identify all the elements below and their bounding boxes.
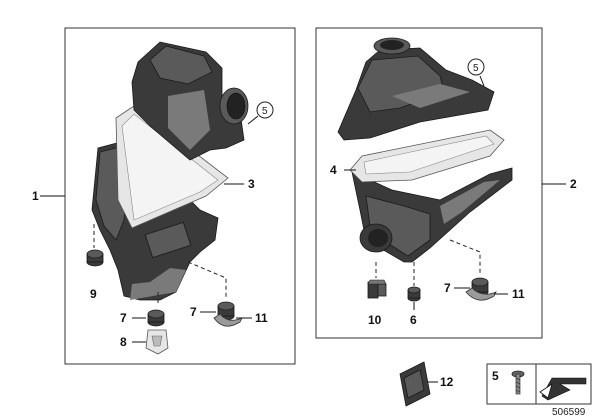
callout-5-right-circle xyxy=(467,58,485,76)
callout-7-left: 7 xyxy=(120,311,127,325)
callout-5-left-circle xyxy=(256,101,274,119)
callout-11-right: 11 xyxy=(512,287,525,301)
right-group-frame xyxy=(315,27,543,339)
left-bracket-8[interactable] xyxy=(145,329,169,355)
callout-11-center: 11 xyxy=(255,311,268,325)
callout-7-center: 7 xyxy=(190,305,197,319)
right-clip-11[interactable] xyxy=(465,287,497,301)
legend-callout-5: 5 xyxy=(492,369,499,383)
screw-icon xyxy=(511,370,525,395)
right-air-filter-housing[interactable] xyxy=(337,37,513,263)
callout-6: 6 xyxy=(410,313,417,327)
plate-12[interactable] xyxy=(399,361,431,407)
callout-7-right: 7 xyxy=(444,281,451,295)
arrow-shape-icon xyxy=(539,377,587,401)
callout-10: 10 xyxy=(368,313,382,327)
right-clip-6[interactable] xyxy=(407,286,421,302)
callout-12: 12 xyxy=(440,375,454,389)
left-air-filter-housing[interactable] xyxy=(91,41,249,301)
callout-1: 1 xyxy=(32,189,39,203)
diagram-id: 506599 xyxy=(552,407,586,418)
left-grommet-7[interactable] xyxy=(147,309,165,327)
left-mount-9[interactable] xyxy=(86,249,104,267)
callout-8: 8 xyxy=(120,335,127,349)
callout-2: 2 xyxy=(570,177,577,191)
legend-box xyxy=(486,363,592,405)
callout-5-left: 5 xyxy=(262,106,268,117)
callout-4: 4 xyxy=(330,163,337,177)
callout-3: 3 xyxy=(248,177,255,191)
callout-5-right: 5 xyxy=(473,63,479,74)
callout-9: 9 xyxy=(90,287,97,301)
right-holder-10[interactable] xyxy=(367,279,387,299)
